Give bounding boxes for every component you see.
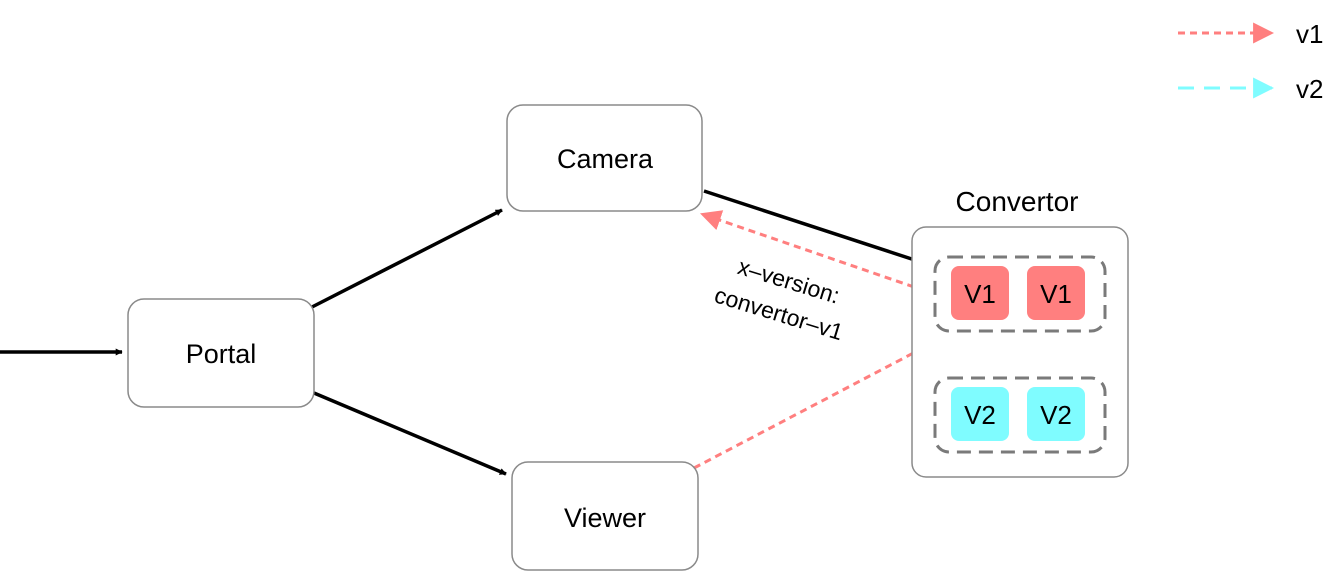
legend-item-v1: v1	[1178, 19, 1323, 49]
legend-item-v2: v2	[1178, 74, 1323, 104]
edge-portal-to-camera	[311, 208, 503, 309]
v1-pod-1[interactable]: V1	[951, 266, 1009, 320]
v1-pod-2-label: V1	[1040, 279, 1072, 309]
portal-node[interactable]: Portal	[127, 298, 315, 408]
edge-convertor-v1-to-camera	[700, 210, 915, 289]
v1-pod-2[interactable]: V1	[1027, 266, 1085, 320]
legend: v1 v2	[1178, 19, 1323, 104]
header-annotation: x–version: convertor–v1	[712, 253, 847, 345]
convertor-box	[911, 226, 1129, 478]
v2-pod-2[interactable]: V2	[1027, 387, 1085, 441]
edge-viewer-to-convertor-v1	[693, 336, 944, 470]
edge-camera-to-convertor	[703, 189, 931, 267]
viewer-label: Viewer	[564, 503, 646, 533]
v2-pod-2-label: V2	[1040, 400, 1072, 430]
camera-label: Camera	[557, 144, 654, 174]
v1-pod-1-label: V1	[964, 279, 996, 309]
edge-portal-to-viewer	[313, 391, 507, 476]
v2-pod-1[interactable]: V2	[951, 387, 1009, 441]
v1-subset-box	[933, 255, 1107, 333]
legend-v1-label: v1	[1296, 19, 1323, 49]
portal-label: Portal	[186, 339, 257, 369]
viewer-node[interactable]: Viewer	[511, 461, 699, 571]
legend-v2-label: v2	[1296, 74, 1323, 104]
convertor-group[interactable]: Convertor V1 V1 V2 V2	[911, 186, 1129, 478]
convertor-title: Convertor	[956, 186, 1079, 217]
v2-subset-box	[933, 376, 1107, 454]
v2-pod-1-label: V2	[964, 400, 996, 430]
camera-node[interactable]: Camera	[506, 104, 703, 212]
